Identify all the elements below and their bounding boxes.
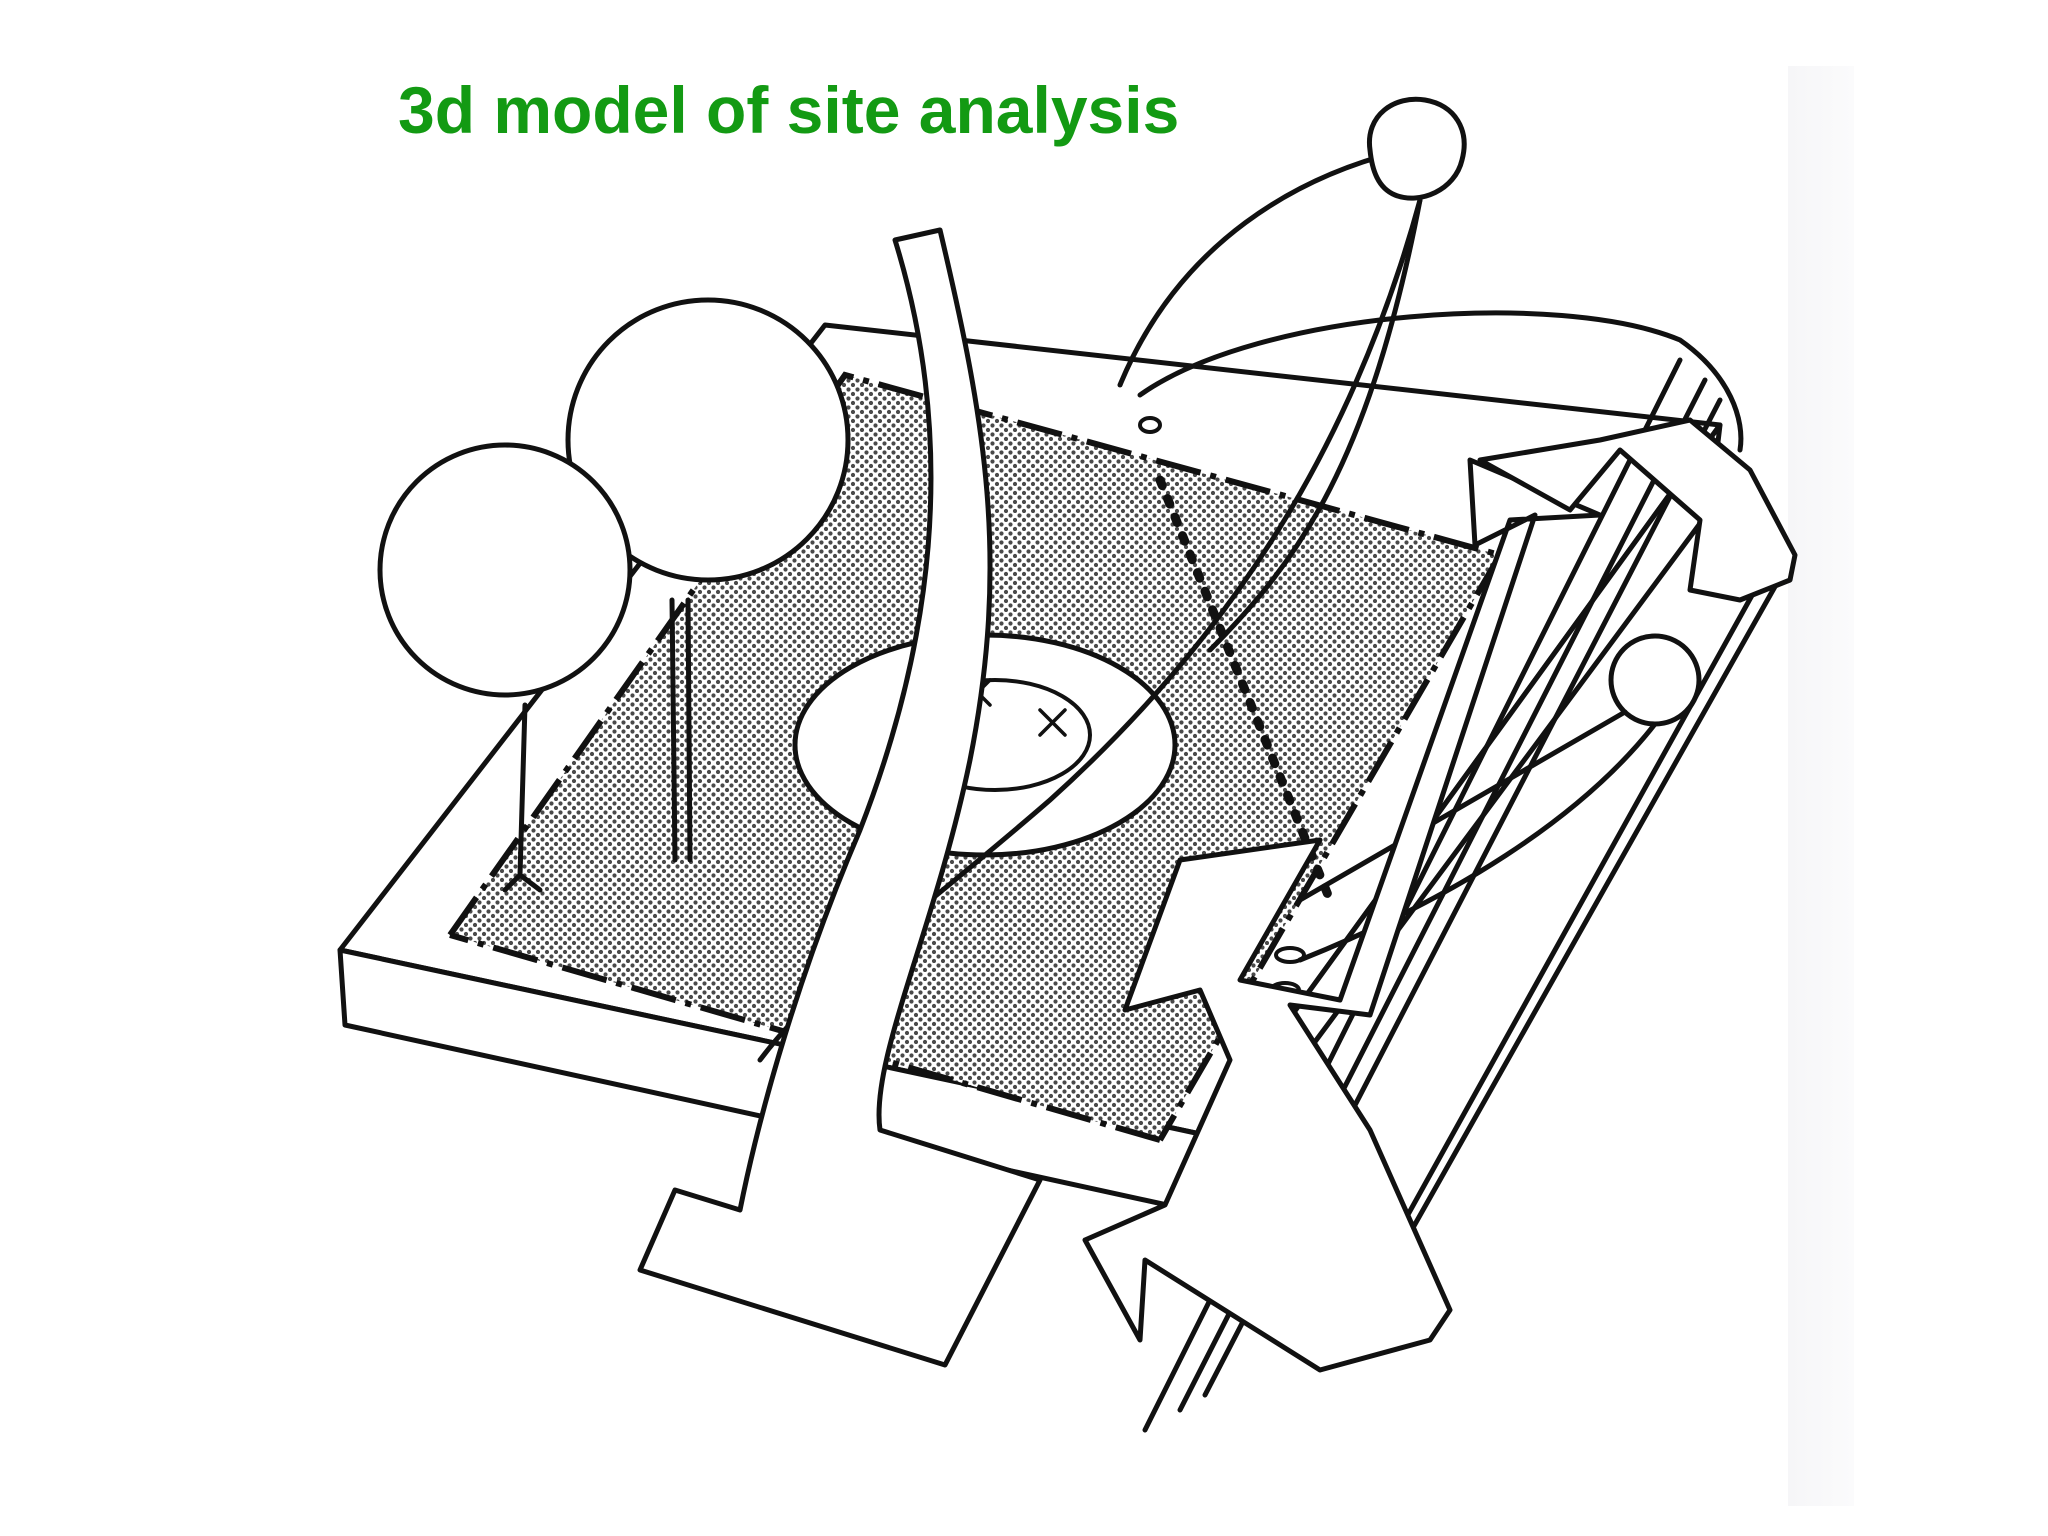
tree-back bbox=[565, 297, 851, 863]
sun-low bbox=[1297, 633, 1702, 963]
wind-arrow-left bbox=[637, 227, 1043, 1368]
wind-arrow-right bbox=[1082, 417, 1798, 1373]
sun-path bbox=[757, 96, 1744, 1063]
page-edge-shade bbox=[1788, 66, 1854, 1506]
slide-title: 3d model of site analysis bbox=[398, 73, 1180, 147]
sun bbox=[1366, 96, 1467, 201]
tree-left bbox=[377, 442, 633, 893]
